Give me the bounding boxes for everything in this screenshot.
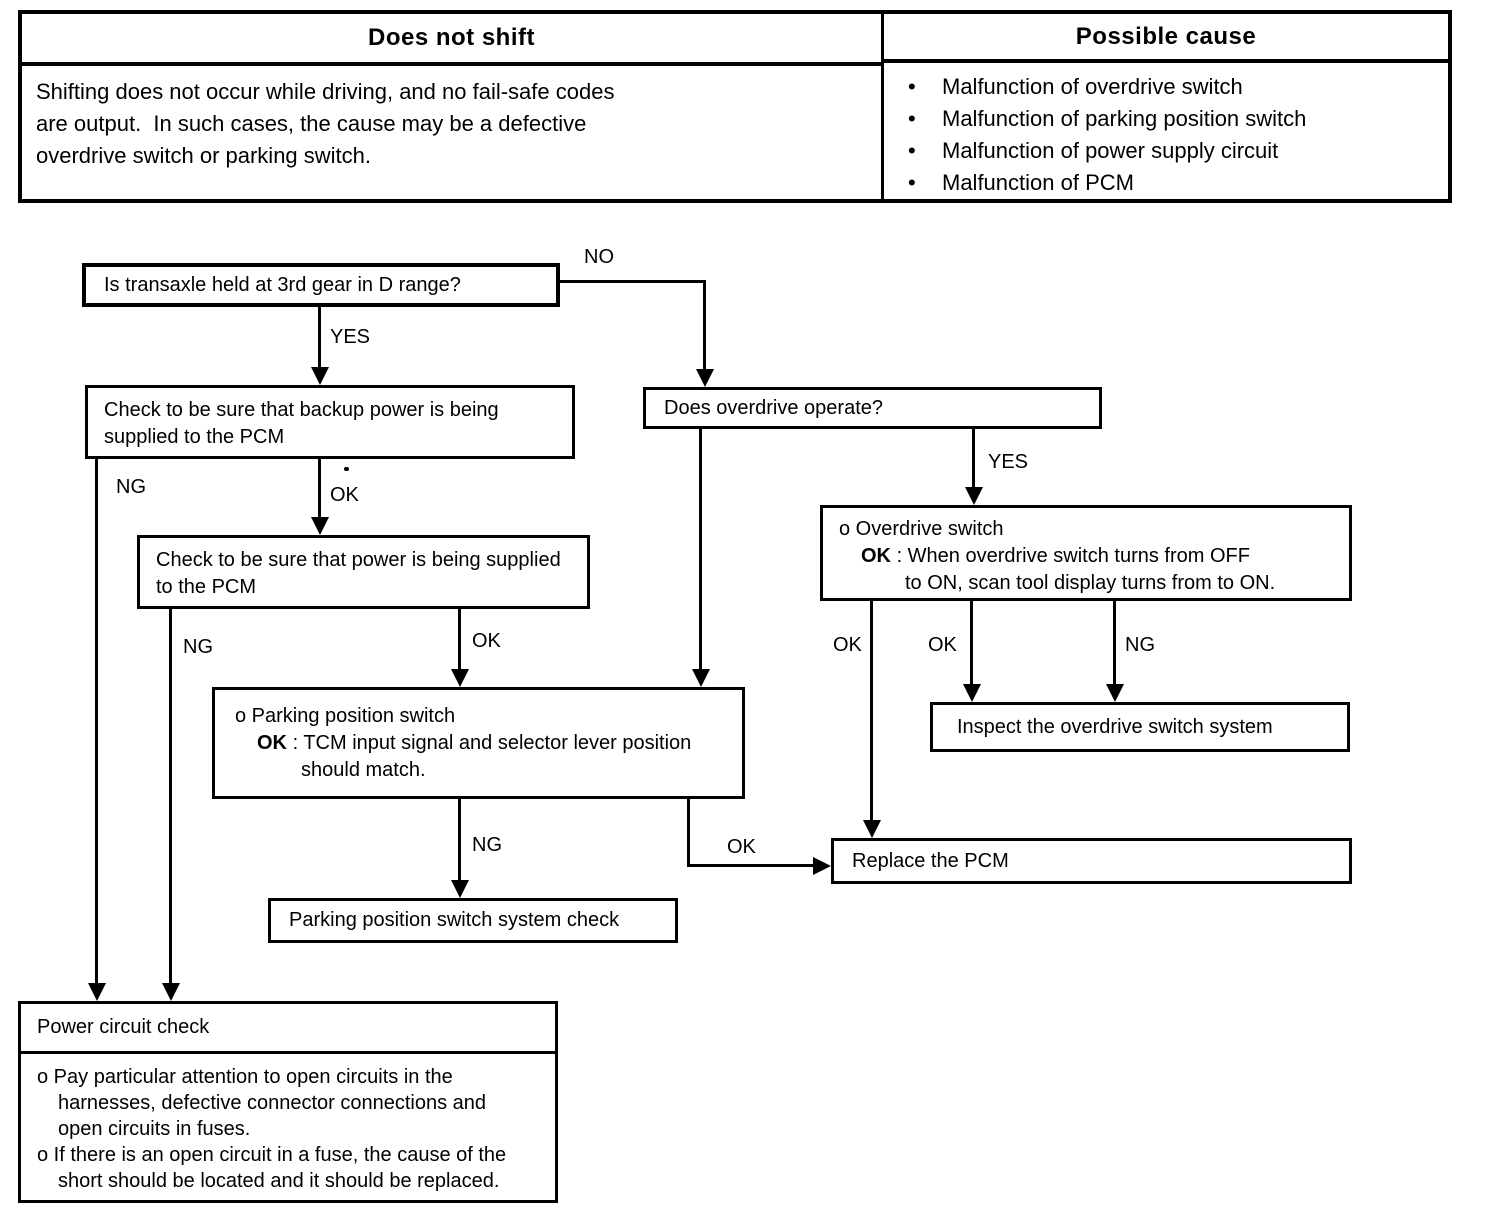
connector-no-vertical (703, 280, 706, 373)
connector-overdrive-no (699, 429, 702, 671)
edge-label-no: NO (584, 246, 614, 268)
edge-label-ok-overdrive-mid: OK (928, 634, 957, 656)
connector-ng-power (169, 609, 172, 985)
ok-keyword: OK (257, 732, 287, 754)
arrowhead-down-icon (311, 517, 329, 535)
node-check-power: Check to be sure that power is being sup… (137, 535, 590, 609)
connector-ok-parking-horizontal (687, 864, 815, 867)
bullet-icon: • (908, 74, 916, 99)
node-overdrive-question: Does overdrive operate? (643, 387, 1102, 429)
cause-item-label: Malfunction of power supply circuit (942, 138, 1279, 163)
connector-ok-backup (318, 459, 321, 519)
parking-switch-desc2: should match. (301, 759, 426, 781)
bullet-icon: • (908, 138, 916, 163)
arrowhead-down-icon (692, 669, 710, 687)
bullet-icon: • (908, 170, 916, 195)
connector-ok-overdrive-left (870, 601, 873, 822)
arrowhead-down-icon (162, 983, 180, 1001)
cause-item-label: Malfunction of parking position switch (942, 106, 1307, 131)
symptom-column: Does not shift Shifting does not occur w… (22, 14, 884, 199)
cause-list: • Malfunction of overdrive switch • Malf… (884, 63, 1448, 199)
connector-ok-parking-vertical (687, 799, 690, 866)
arrowhead-down-icon (863, 820, 881, 838)
node-replace-pcm: Replace the PCM (831, 838, 1352, 884)
cause-item-label: Malfunction of overdrive switch (942, 74, 1243, 99)
cause-item: • Malfunction of overdrive switch (908, 71, 1438, 103)
connector-no-horizontal (560, 280, 706, 283)
connector-ng-overdrive (1113, 601, 1116, 686)
node-inspect-overdrive: Inspect the overdrive switch system (930, 702, 1350, 752)
edge-label-yes-overdrive: YES (988, 451, 1029, 473)
cause-item: • Malfunction of parking position switch (908, 103, 1438, 135)
edge-label-ok-overdrive-left: OK (833, 634, 862, 656)
node-transaxle-question: Is transaxle held at 3rd gear in D range… (82, 263, 560, 307)
parking-switch-ok-line: OK : TCM input signal and selector lever… (235, 730, 734, 757)
cause-item-label: Malfunction of PCM (942, 170, 1134, 195)
cause-header: Possible cause (884, 14, 1448, 63)
power-circuit-header: Power circuit check (21, 1004, 555, 1054)
node-power-circuit-check: Power circuit check o Pay particular att… (18, 1001, 558, 1203)
cause-item: • Malfunction of power supply circuit (908, 135, 1438, 167)
overdrive-switch-ok-line: OK : When overdrive switch turns from OF… (839, 543, 1341, 570)
edge-label-ok-power: OK (472, 630, 501, 652)
overdrive-switch-desc: : When overdrive switch turns from OFF (896, 545, 1250, 567)
cause-item: • Malfunction of PCM (908, 167, 1438, 199)
edge-label-ng-power: NG (183, 636, 213, 658)
edge-label-ng-backup: NG (116, 476, 146, 498)
node-parking-position-switch: o Parking position switch OK : TCM input… (212, 687, 745, 799)
overdrive-switch-desc2: to ON, scan tool display turns from to O… (905, 572, 1276, 594)
connector-ng-backup (95, 459, 98, 985)
power-circuit-item: o If there is an open circuit in a fuse,… (37, 1144, 507, 1192)
arrowhead-down-icon (311, 367, 329, 385)
edge-label-ok-backup: OK (330, 484, 359, 506)
connector-ok-power (458, 609, 461, 671)
arrowhead-down-icon (451, 880, 469, 898)
parking-switch-desc: : TCM input signal and selector lever po… (292, 732, 692, 754)
connector-ng-parking (458, 799, 461, 882)
arrowhead-down-icon (451, 669, 469, 687)
arrowhead-down-icon (1106, 684, 1124, 702)
power-circuit-item: o Pay particular attention to open circu… (37, 1066, 487, 1140)
parking-switch-item: o Parking position switch (235, 705, 456, 727)
connector-yes-transaxle (318, 307, 321, 369)
overdrive-switch-item: o Overdrive switch (839, 518, 1004, 540)
connector-yes-overdrive (972, 429, 975, 489)
connector-ok-overdrive-mid (970, 601, 973, 686)
symptom-header: Does not shift (22, 14, 881, 66)
arrowhead-down-icon (963, 684, 981, 702)
cause-column: Possible cause • Malfunction of overdriv… (884, 14, 1448, 199)
node-check-backup-power: Check to be sure that backup power is be… (85, 385, 575, 459)
edge-label-ok-parking: OK (727, 836, 756, 858)
ok-keyword: OK (861, 545, 891, 567)
arrowhead-right-icon (813, 857, 831, 875)
arrowhead-down-icon (965, 487, 983, 505)
scan-speck (344, 467, 349, 471)
power-circuit-body: o Pay particular attention to open circu… (21, 1054, 555, 1194)
bullet-icon: • (908, 106, 916, 131)
arrowhead-down-icon (696, 369, 714, 387)
comparison-table: Does not shift Shifting does not occur w… (18, 10, 1452, 203)
edge-label-yes-transaxle: YES (330, 326, 371, 348)
edge-label-ng-parking: NG (472, 834, 502, 856)
edge-label-ng-overdrive: NG (1125, 634, 1155, 656)
arrowhead-down-icon (88, 983, 106, 1001)
node-parking-switch-check: Parking position switch system check (268, 898, 678, 943)
node-overdrive-switch: o Overdrive switch OK : When overdrive s… (820, 505, 1352, 601)
symptom-text: Shifting does not occur while driving, a… (36, 79, 615, 168)
